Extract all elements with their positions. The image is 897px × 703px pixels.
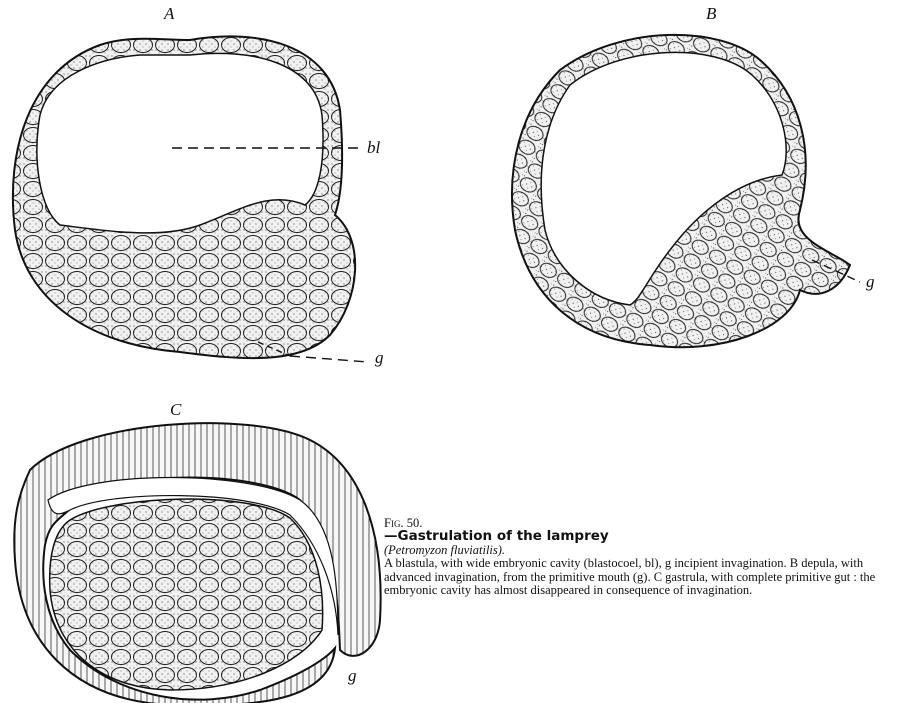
figure-caption: Fig. 50. —Gastrulation of the lamprey (P… [384,503,896,598]
panel-c-embryo [14,423,380,703]
panel-b-marker-g: g [866,272,875,292]
caption-body: A blastula, with wide embryonic cavity (… [384,556,875,597]
panel-a-embryo [13,36,368,362]
panel-b-label: B [706,4,716,24]
panel-c-label: C [170,400,181,420]
panel-c-marker-g: g [348,666,357,686]
caption-species: (Petromyzon fluviatilis). [384,543,505,557]
panel-b-embryo [512,35,860,347]
